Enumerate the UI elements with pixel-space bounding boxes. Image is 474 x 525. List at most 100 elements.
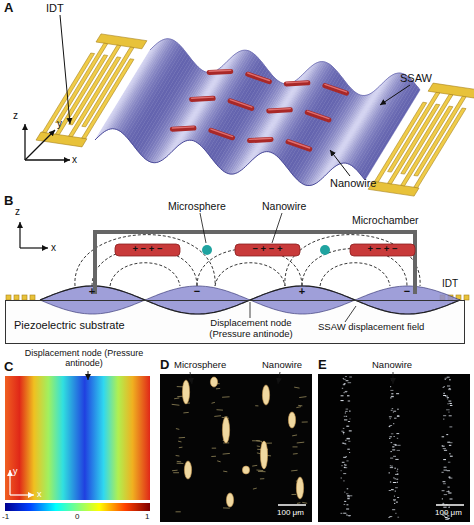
nanowire-speck [448, 412, 449, 413]
micrograph-e [318, 374, 470, 522]
microsphere-cluster [242, 466, 249, 474]
charge-sign: + [82, 285, 102, 298]
nanowire-speck [217, 460, 220, 462]
nanowire-highlight [250, 138, 272, 139]
charge-sign: − [187, 285, 207, 298]
charge-signs: − + − + [235, 244, 300, 255]
microsphere-cluster [262, 385, 269, 405]
nanowire-speck [396, 433, 399, 434]
nanowire-speck [450, 405, 453, 406]
nanowire-speck [177, 386, 183, 387]
nanowire-speck [445, 378, 448, 379]
microsphere-cluster [184, 461, 191, 479]
nanowire-speck [396, 479, 398, 480]
nanowire-rod [288, 142, 310, 149]
micrograph-d-particles [172, 377, 308, 512]
nanowire-speck [179, 437, 185, 438]
nanowire-speck [347, 504, 349, 505]
nanowire-speck [349, 515, 351, 516]
nanowire-speck [448, 487, 450, 488]
nanowire-speck [389, 517, 390, 518]
nanowire-speck [344, 383, 346, 384]
nanowire-speck [390, 467, 393, 468]
nanowire-speck [347, 498, 349, 499]
nanowire-speck [176, 455, 180, 457]
nanowire-speck [449, 388, 451, 389]
idt-finger [414, 108, 466, 188]
nanowire-speck [448, 389, 451, 390]
nanowire-speck [449, 415, 452, 416]
idt-finger [56, 55, 108, 135]
nanowire-speck [346, 409, 349, 410]
nanowire-speck [391, 442, 393, 443]
nanowire-speck [392, 509, 395, 510]
nanowire-speck [212, 402, 215, 404]
nanowire-speck [389, 490, 391, 491]
nanowire-speck [443, 448, 446, 449]
nanowire-speck [395, 491, 396, 492]
nanowire-rod [230, 101, 252, 109]
nanowire-speck [348, 401, 350, 402]
nanowire-speck [212, 448, 216, 449]
nanowire-speck [443, 415, 446, 416]
idt-finger [401, 106, 453, 186]
nanowire-speck [223, 507, 230, 508]
leader-line [60, 15, 70, 124]
nanowire-speck [393, 499, 396, 500]
nanowire-speck [253, 488, 257, 490]
nanowire-speck [390, 386, 391, 387]
nanowire-speck [449, 379, 451, 380]
nanowire-speck [394, 445, 396, 446]
leader-line [330, 150, 350, 176]
nanowire-speck [395, 474, 398, 475]
nanowire-speck [350, 418, 351, 419]
microsphere-cluster [226, 493, 233, 507]
nanowire-highlight [288, 141, 310, 148]
nanowire-speck [349, 377, 352, 378]
nanowire-speck [442, 436, 445, 437]
nanowire-speck [349, 495, 352, 496]
nanowire-speck [222, 396, 229, 397]
axes-b [20, 222, 48, 248]
nanowire-speck [298, 405, 302, 406]
nanowire-speck [445, 517, 448, 518]
leader-line [88, 371, 89, 380]
nanowire-speck [393, 477, 394, 478]
nanowire-speck [391, 393, 393, 394]
nanowire-speck [397, 517, 399, 518]
nanowire-speck [392, 446, 394, 447]
colorbar-tick: 0 [75, 512, 79, 521]
nanowire-speck [341, 478, 342, 479]
nanowire-speck [394, 500, 396, 501]
nanowire-speck [341, 470, 342, 471]
nanowire-speck [450, 499, 453, 500]
nanowire-speck [217, 409, 223, 410]
nanowire-speck [397, 469, 398, 470]
nanowire-highlight [307, 111, 329, 119]
nanowire-speck [179, 447, 183, 449]
leader-line [345, 306, 356, 322]
nanowire-speck [445, 379, 446, 380]
nanowire-highlight [172, 127, 194, 128]
nanowire-speck [342, 462, 345, 463]
colorbar-tick: -1 [2, 512, 9, 521]
nanowire-speck [443, 503, 444, 504]
axis-label: z [15, 206, 20, 218]
leader-line [380, 85, 410, 105]
nanowire-speck [258, 471, 266, 472]
nanowire-speck [447, 397, 449, 398]
nanowire-speck [293, 453, 298, 455]
nanowire-speck [448, 491, 449, 492]
nanowire-rod [325, 86, 347, 93]
nanowire-speck [395, 513, 396, 514]
nanowire-speck [255, 405, 258, 406]
nanowire-speck [443, 395, 446, 396]
idt-finger [401, 94, 453, 174]
nanowire-speck [390, 516, 391, 517]
nanowire-speck [394, 418, 396, 419]
nanowire-speck [343, 378, 344, 379]
idt-label: IDT [46, 2, 64, 15]
nanowire-speck [397, 409, 399, 410]
nanowire-speck [443, 419, 444, 420]
nanowire-speck [296, 406, 301, 408]
